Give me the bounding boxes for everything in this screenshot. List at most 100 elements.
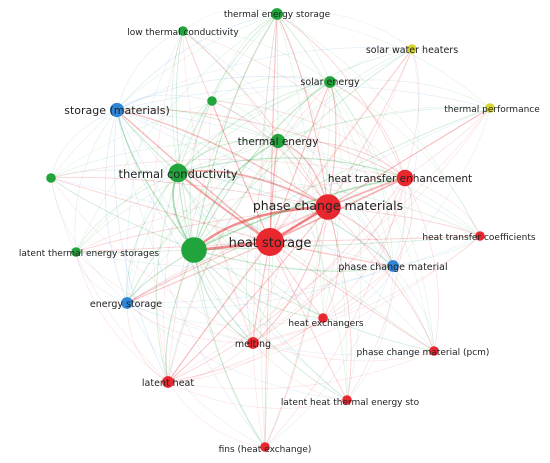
node-thermal-energy[interactable]: [270, 133, 286, 149]
label-thermal-performance[interactable]: thermal performance: [444, 105, 540, 115]
node-solar-energy[interactable]: [324, 76, 336, 88]
edge-latent-heat-thermal-sto-thermal-conductivity: [177, 172, 348, 401]
edge-green-small-1-storage-materials: [116, 94, 213, 111]
label-thermal-energy[interactable]: thermal energy: [238, 136, 319, 148]
node-heat-transfer-enhancement[interactable]: [396, 169, 414, 187]
edge-heat-transfer-enhancement-melting: [252, 177, 406, 344]
edge-thermal-energy-storage-green-small-2: [50, 13, 278, 179]
edge-melting-solar-water-heaters: [252, 48, 413, 344]
edge-latent-heat-green-small-2: [50, 177, 169, 383]
edge-green-small-1-energy-storage: [126, 100, 213, 304]
node-latent-thermal-energy-storages[interactable]: [71, 247, 81, 257]
edge-solar-energy-storage-materials: [116, 76, 331, 111]
edge-latent-heat-storage-materials: [113, 109, 169, 383]
edge-heat-transfer-enhancement-energy-storage: [126, 177, 406, 304]
edge-latent-heat-thermal-sto-green-hub-1: [193, 249, 348, 401]
label-phase-change-material[interactable]: phase change material: [338, 262, 447, 273]
edge-green-hub-1-phase-change-material: [193, 249, 394, 272]
label-latent-heat-thermal-sto[interactable]: latent heat thermal energy sto: [281, 398, 420, 408]
node-thermal-performance[interactable]: [485, 103, 495, 113]
edge-heat-transfer-enhancement-heat-exchangers: [322, 177, 406, 319]
edge-low-thermal-conductivity-thermal-conductivity: [171, 30, 184, 174]
edge-solar-energy-solar-water-heaters: [329, 48, 413, 83]
label-solar-water-heaters[interactable]: solar water heaters: [366, 45, 458, 56]
edge-thermal-conductivity-latent-thermal-energy-storages: [75, 172, 179, 253]
label-latent-heat[interactable]: latent heat: [142, 378, 194, 389]
edge-heat-storage-green-small-1: [211, 100, 271, 243]
edge-thermal-energy-thermal-conductivity: [177, 139, 279, 174]
label-fins-heat-exchange[interactable]: fins (heat exchange): [219, 445, 312, 455]
node-thermal-conductivity[interactable]: [168, 163, 188, 183]
edge-melting-green-hub-1: [193, 249, 254, 344]
edge-green-hub-1-green-small-1: [189, 100, 213, 251]
node-solar-water-heaters[interactable]: [407, 44, 417, 54]
edge-energy-storage-solar-water-heaters: [126, 48, 413, 304]
edge-heat-storage-thermal-energy-storage: [269, 13, 278, 243]
edge-melting-latent-heat-thermal-sto: [252, 342, 348, 401]
edge-fins-heat-exchange-solar-energy: [264, 81, 331, 448]
node-energy-storage[interactable]: [121, 297, 133, 309]
edge-heat-transfer-enhancement-latent-heat-thermal-sto: [346, 177, 406, 401]
edge-low-thermal-conductivity-energy-storage: [126, 30, 184, 304]
edge-thermal-energy-green-small-2: [50, 140, 279, 179]
edge-heat-transfer-enhancement-latent-thermal-energy-storages: [75, 177, 406, 253]
edge-thermal-energy-storage-solar-water-heaters: [276, 11, 413, 50]
node-heat-exchangers[interactable]: [318, 313, 328, 323]
edge-phase-change-materials-thermal-energy-storage: [276, 13, 329, 208]
label-phase-change-material-pcm[interactable]: phase change material (pcm): [357, 348, 490, 358]
label-phase-change-materials[interactable]: phase change materials: [253, 198, 403, 213]
edge-thermal-energy-storage-latent-thermal-energy-storages: [75, 13, 278, 253]
label-low-thermal-conductivity[interactable]: low thermal conductivity: [127, 28, 239, 38]
edge-storage-materials-phase-change-material: [116, 109, 394, 267]
edge-heat-storage-phase-change-material-pcm: [269, 241, 435, 352]
edge-melting-fins-heat-exchange: [252, 342, 266, 448]
edge-green-small-1-phase-change-material: [211, 100, 394, 267]
node-melting[interactable]: [247, 337, 259, 349]
node-phase-change-material[interactable]: [387, 260, 399, 272]
node-green-small-1[interactable]: [207, 96, 217, 106]
node-green-small-2[interactable]: [46, 173, 56, 183]
label-energy-storage[interactable]: energy storage: [90, 299, 162, 310]
label-thermal-conductivity[interactable]: thermal conductivity: [118, 167, 237, 181]
edge-green-hub-1-thermal-performance: [193, 107, 491, 251]
label-heat-exchangers[interactable]: heat exchangers: [288, 319, 364, 329]
edge-energy-storage-thermal-performance: [126, 107, 491, 304]
label-solar-energy[interactable]: solar energy: [300, 77, 360, 88]
node-fins-heat-exchange[interactable]: [260, 442, 270, 452]
edge-heat-transfer-coefficients-melting: [252, 235, 481, 344]
node-latent-heat[interactable]: [162, 376, 174, 388]
node-low-thermal-conductivity[interactable]: [178, 26, 188, 36]
edge-latent-heat-thermal-sto-solar-energy: [329, 81, 362, 401]
edge-melting-solar-energy: [252, 81, 331, 344]
label-storage-materials[interactable]: storage (materials): [64, 104, 170, 117]
edge-thermal-energy-green-small-1: [211, 100, 279, 142]
node-storage-materials[interactable]: [109, 102, 125, 118]
label-thermal-energy-storage[interactable]: thermal energy storage: [224, 10, 331, 20]
edge-heat-transfer-enhancement-low-thermal-conductivity: [182, 30, 406, 179]
label-heat-transfer-coefficients[interactable]: heat transfer coefficients: [422, 233, 535, 243]
edge-latent-heat-thermal-sto-thermal-energy: [277, 140, 348, 401]
node-latent-heat-thermal-sto[interactable]: [342, 395, 352, 405]
edge-thermal-energy-storage-thermal-conductivity: [177, 13, 278, 174]
edge-phase-change-material-pcm-latent-heat: [167, 350, 435, 390]
node-phase-change-material-pcm[interactable]: [429, 346, 439, 356]
edge-phase-change-material-pcm-phase-change-material: [392, 265, 435, 352]
edge-latent-heat-fins-heat-exchange: [167, 381, 266, 448]
label-heat-storage[interactable]: heat storage: [229, 236, 312, 251]
node-phase-change-materials[interactable]: [315, 194, 341, 220]
edge-thermal-energy-latent-thermal-energy-storages: [75, 140, 279, 253]
edge-latent-heat-thermal-energy-storage: [167, 13, 278, 383]
edge-melting-energy-storage: [126, 302, 254, 344]
edge-heat-transfer-enhancement-latent-heat: [167, 177, 406, 383]
node-heat-storage[interactable]: [256, 228, 284, 256]
label-melting[interactable]: melting: [235, 339, 271, 350]
label-latent-thermal-energy-storages[interactable]: latent thermal energy storages: [19, 249, 160, 259]
node-thermal-energy-storage[interactable]: [271, 8, 283, 20]
label-heat-transfer-enhancement[interactable]: heat transfer enhancement: [328, 173, 472, 185]
edge-thermal-energy-thermal-performance: [277, 106, 491, 142]
node-green-hub-1[interactable]: [181, 237, 207, 263]
edge-phase-change-materials-phase-change-material-pcm: [327, 206, 435, 352]
node-heat-transfer-coefficients[interactable]: [475, 231, 485, 241]
edge-green-hub-1-solar-water-heaters: [193, 48, 413, 251]
